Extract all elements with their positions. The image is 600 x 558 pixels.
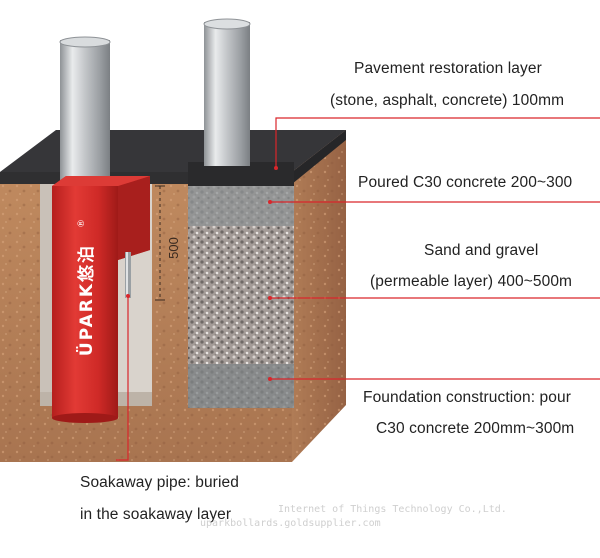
leader-lines xyxy=(116,117,600,461)
label-poured-concrete: Poured C30 concrete 200~300 xyxy=(358,174,573,191)
brand-registered-mark: ® xyxy=(77,219,87,228)
watermark-line1: Internet of Things Technology Co.,Ltd. xyxy=(278,504,507,515)
label-pavement-line2: (stone, asphalt, concrete) 100mm xyxy=(330,92,565,109)
label-foundation-line2: C30 concrete 200mm~300m xyxy=(376,420,575,437)
label-sand-line2: (permeable layer) 400~500m xyxy=(370,273,573,290)
left-bollard-steel-post xyxy=(60,40,110,190)
label-sand-line1: Sand and gravel xyxy=(424,242,539,259)
left-bollard-red-housing xyxy=(52,186,118,418)
watermark-line2: uparkbollards.goldsupplier.com xyxy=(200,518,381,529)
label-pavement-line1: Pavement restoration layer xyxy=(354,60,542,77)
label-soakaway-line2: in the soakaway layer xyxy=(80,506,232,523)
label-soakaway-line1: Soakaway pipe: buried xyxy=(80,474,239,491)
pit-gravel-layer xyxy=(188,226,294,364)
dimension-label: 500 xyxy=(166,237,181,259)
right-bollard-steel-post xyxy=(204,22,250,166)
leader-pavement xyxy=(275,117,600,168)
label-foundation-line1: Foundation construction: pour xyxy=(363,389,571,406)
brand-logo: ÜPARK悠泊 xyxy=(75,244,97,356)
leader-soakaway xyxy=(116,296,129,461)
